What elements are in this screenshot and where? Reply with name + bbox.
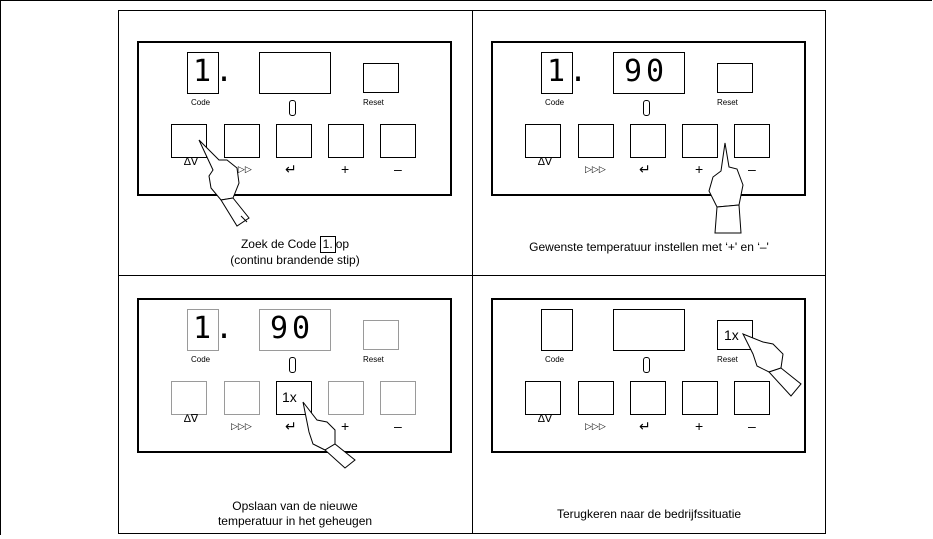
caption-text-post: op — [335, 237, 350, 251]
code-label: Code — [545, 98, 565, 107]
thermometer-icon — [643, 357, 650, 373]
enter-button[interactable] — [630, 381, 666, 415]
minus-button[interactable] — [734, 124, 770, 158]
thermometer-icon — [289, 100, 296, 116]
plus-button[interactable] — [682, 381, 718, 415]
panel-2: 1. 90 Code Reset ∆∇ ▷▷▷ ↵ + – Ge — [473, 11, 825, 274]
caption: Terugkeren naar de bedrijfssituatie — [473, 507, 825, 522]
code-label: Code — [191, 98, 211, 107]
plus-button[interactable] — [682, 124, 718, 158]
code-label: Code — [545, 355, 565, 364]
reset-label: Reset — [363, 355, 384, 364]
next-button[interactable] — [578, 381, 614, 415]
plus-icon: + — [341, 161, 350, 177]
temperature-display — [259, 52, 331, 94]
code-display — [541, 309, 573, 351]
enter-button[interactable] — [276, 124, 312, 158]
code-value: 1. — [193, 54, 238, 89]
control-panel: 1. 90 Code Reset ∆∇ ▷▷▷ ↵ + – — [491, 41, 806, 234]
reset-label: Reset — [717, 98, 738, 107]
caption: Opslaan van de nieuwe temperatuur in het… — [119, 499, 471, 529]
select-button[interactable] — [525, 124, 561, 158]
next-button[interactable] — [224, 124, 260, 158]
control-panel: 1. Code Reset ∆∇ ▷▷▷ ↵ + – — [137, 41, 452, 227]
reset-label: Reset — [717, 355, 738, 364]
enter-button[interactable] — [630, 124, 666, 158]
enter-icon: ↵ — [639, 418, 651, 434]
temperature-display: 90 — [613, 52, 685, 94]
minus-button[interactable] — [380, 381, 416, 415]
enter-icon: ↵ — [639, 161, 651, 177]
minus-button[interactable] — [734, 381, 770, 415]
reset-button[interactable] — [363, 63, 399, 93]
updown-icon: ∆∇ — [184, 413, 199, 425]
next-icon: ▷▷▷ — [231, 164, 252, 174]
caption: Gewenste temperatuur instellen met ‘+' e… — [473, 240, 825, 255]
pointing-hand-icon — [198, 139, 250, 227]
grid-divider-vertical — [472, 11, 473, 533]
reset-button[interactable] — [363, 320, 399, 350]
code-display: 1. — [541, 52, 587, 94]
caption-line-2: temperatuur in het geheugen — [217, 514, 373, 528]
caption-line-1: Terugkeren naar de bedrijfssituatie — [556, 507, 742, 521]
panel-3: 1. 90 Code Reset 1x ∆∇ ▷▷▷ ↵ + – — [119, 276, 471, 539]
reset-label: Reset — [363, 98, 384, 107]
code-display: 1. — [187, 52, 233, 94]
reset-button[interactable]: 1x — [717, 320, 753, 350]
press-count: 1x — [724, 327, 739, 343]
control-panel: 1. 90 Code Reset 1x ∆∇ ▷▷▷ ↵ + – — [137, 298, 452, 469]
panel-1: 1. Code Reset ∆∇ ▷▷▷ ↵ + – Zoek de Cod — [119, 11, 471, 274]
caption-line-1: Gewenste temperatuur instellen met ‘+' e… — [529, 240, 769, 254]
reset-button[interactable] — [717, 63, 753, 93]
pointing-hand-icon — [741, 333, 802, 397]
temperature-display — [613, 309, 685, 351]
updown-icon: ∆∇ — [184, 156, 199, 168]
pointing-hand-icon — [708, 142, 744, 234]
control-panel: 1x Code Reset ∆∇ ▷▷▷ ↵ + – — [491, 298, 806, 453]
instruction-grid: 1. Code Reset ∆∇ ▷▷▷ ↵ + – Zoek de Cod — [118, 10, 826, 534]
caption-code-box: 1. — [319, 236, 336, 253]
next-button[interactable] — [224, 381, 260, 415]
enter-icon: ↵ — [285, 418, 297, 434]
plus-button[interactable] — [328, 124, 364, 158]
temperature-display: 90 — [259, 309, 331, 351]
minus-icon: – — [748, 161, 756, 177]
thermometer-icon — [289, 357, 296, 373]
next-icon: ▷▷▷ — [585, 164, 606, 174]
minus-button[interactable] — [380, 124, 416, 158]
updown-icon: ∆∇ — [538, 156, 553, 168]
caption: Zoek de Code 1.op (continu brandende sti… — [119, 236, 471, 268]
plus-icon: + — [341, 418, 350, 434]
next-icon: ▷▷▷ — [231, 421, 252, 431]
grid-divider-horizontal — [119, 275, 825, 276]
minus-icon: – — [394, 418, 402, 434]
enter-icon: ↵ — [285, 161, 297, 177]
select-button[interactable] — [171, 381, 207, 415]
plus-button[interactable] — [328, 381, 364, 415]
panel-4: 1x Code Reset ∆∇ ▷▷▷ ↵ + – Terugkeren na… — [473, 276, 825, 539]
enter-button[interactable]: 1x — [276, 381, 312, 415]
caption-line-2: (continu brandende stip) — [230, 253, 360, 267]
code-label: Code — [191, 355, 211, 364]
temperature-value: 90 — [624, 54, 669, 89]
temperature-value: 90 — [270, 311, 315, 346]
code-value: 1. — [193, 311, 238, 346]
caption-line-1: Opslaan van de nieuwe — [232, 499, 358, 513]
plus-icon: + — [695, 418, 704, 434]
plus-icon: + — [695, 161, 704, 177]
next-button[interactable] — [578, 124, 614, 158]
minus-icon: – — [394, 161, 402, 177]
thermometer-icon — [643, 100, 650, 116]
caption-text-pre: Zoek de Code — [240, 237, 317, 251]
next-icon: ▷▷▷ — [585, 421, 606, 431]
code-value: 1. — [547, 54, 592, 89]
select-button[interactable] — [525, 381, 561, 415]
select-button[interactable] — [171, 124, 207, 158]
updown-icon: ∆∇ — [538, 413, 553, 425]
pointing-hand-icon — [302, 401, 356, 469]
press-count: 1x — [282, 389, 297, 405]
code-display: 1. — [187, 309, 233, 351]
minus-icon: – — [748, 418, 756, 434]
